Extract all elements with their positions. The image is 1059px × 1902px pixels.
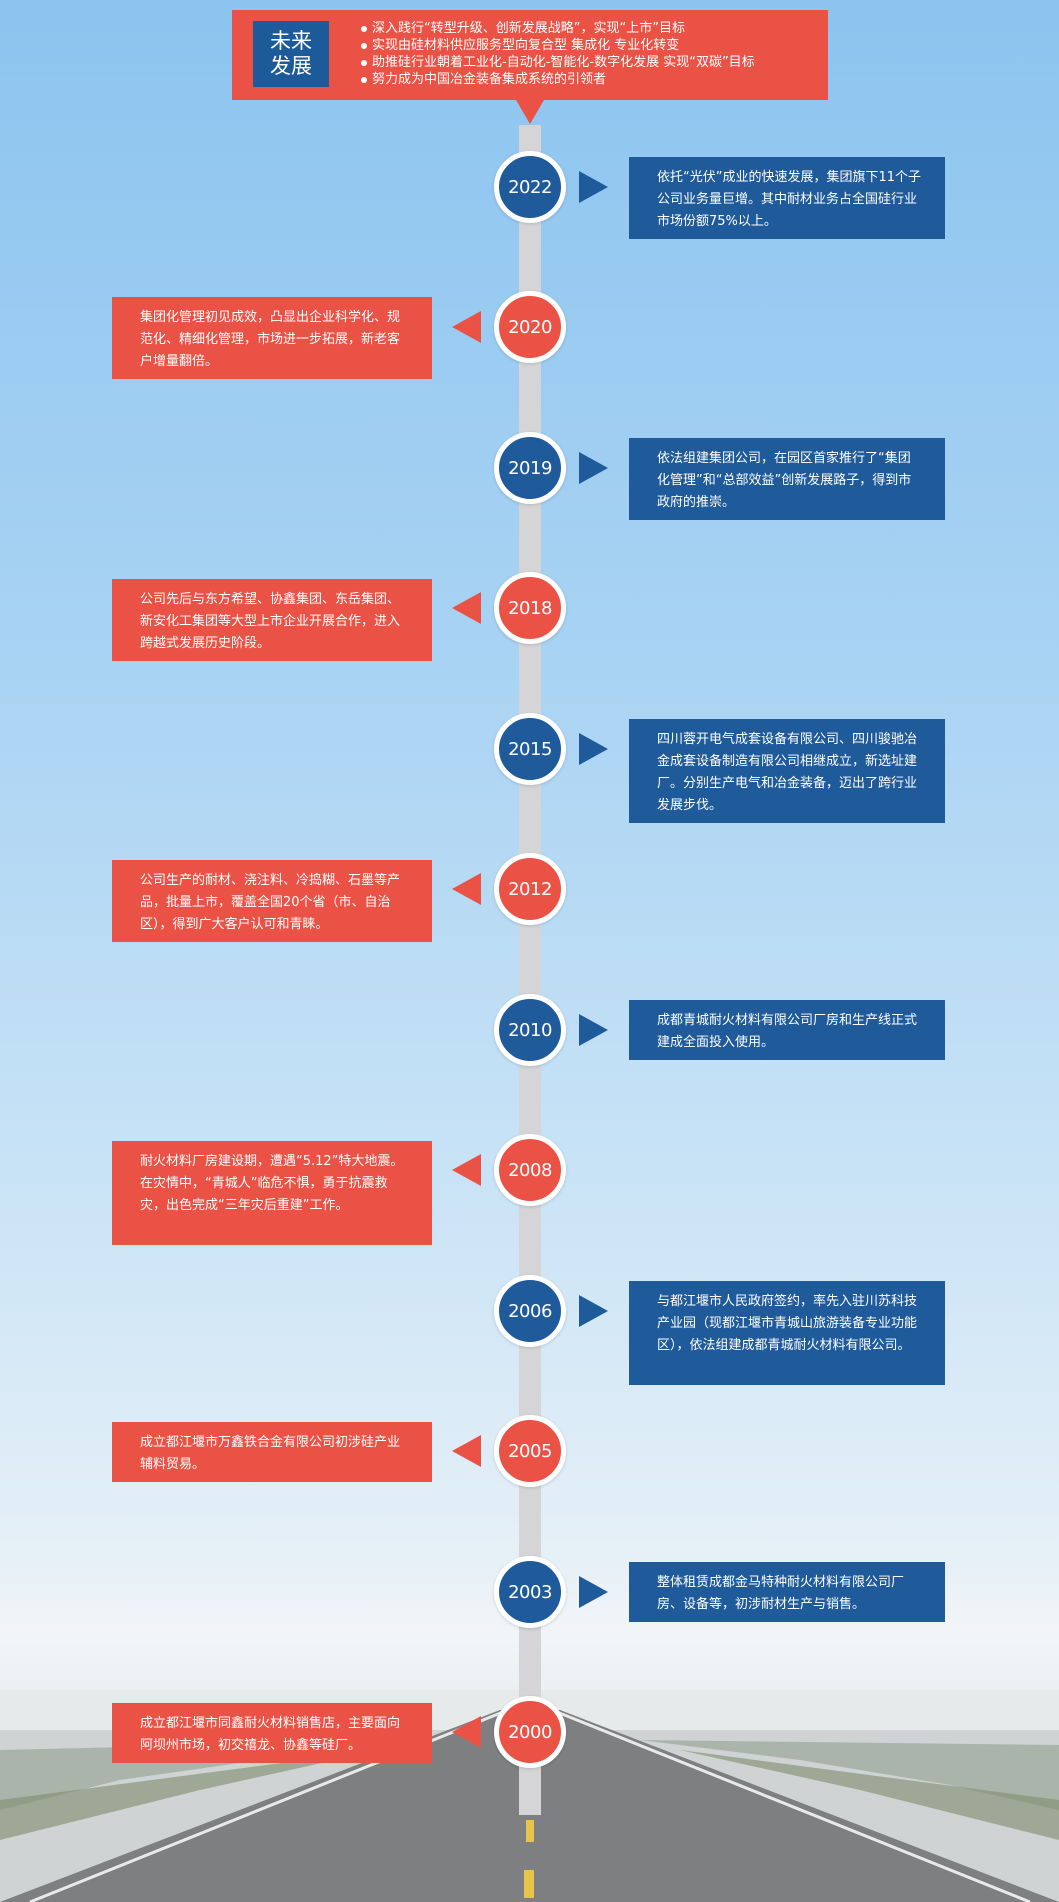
milestone-box: 四川蓉开电气成套设备有限公司、四川骏驰冶金成套设备制造有限公司相继成立，新选址建… (629, 719, 945, 823)
year-circle: 2018 (494, 572, 566, 644)
milestone-box: 公司生产的耐材、浇注料、冷捣糊、石墨等产品，批量上市，覆盖全国20个省（市、自治… (112, 860, 432, 942)
banner-title-line1: 未来 (270, 29, 312, 53)
banner-title-line2: 发展 (270, 54, 312, 78)
goal-list: 深入践行“转型升级、创新发展战略”，实现“上市”目标 实现由硅材料供应服务型向复… (360, 20, 755, 88)
milestone-box: 成立都江堰市万鑫铁合金有限公司初涉硅产业辅料贸易。 (112, 1422, 432, 1482)
goal-item: 深入践行“转型升级、创新发展战略”，实现“上市”目标 (360, 20, 755, 37)
pointer-left (452, 311, 481, 343)
pointer-left (452, 1435, 481, 1467)
pointer-right (579, 1014, 608, 1046)
goal-item: 努力成为中国冶金装备集成系统的引领者 (360, 71, 755, 88)
year-circle: 2006 (494, 1275, 566, 1347)
pointer-left (452, 1716, 481, 1748)
future-development-banner: 未来 发展 深入践行“转型升级、创新发展战略”，实现“上市”目标 实现由硅材料供… (232, 10, 828, 100)
milestone-box: 公司先后与东方希望、协鑫集团、东岳集团、新安化工集团等大型上市企业开展合作，进入… (112, 579, 432, 661)
goal-item: 实现由硅材料供应服务型向复合型 集成化 专业化转变 (360, 37, 755, 54)
year-circle: 2015 (494, 713, 566, 785)
milestone-box: 耐火材料厂房建设期，遭遇“5.12”特大地震。在灾情中，“青城人”临危不惧，勇于… (112, 1141, 432, 1245)
goal-item: 助推硅行业朝着工业化-自动化-智能化-数字化发展 实现“双碳”目标 (360, 54, 755, 71)
banner-pointer (516, 100, 544, 124)
milestone-box: 与都江堰市人民政府签约，率先入驻川苏科技产业园（现都江堰市青城山旅游装备专业功能… (629, 1281, 945, 1385)
year-circle: 2020 (494, 291, 566, 363)
pointer-left (452, 873, 481, 905)
year-circle: 2008 (494, 1134, 566, 1206)
pointer-right (579, 171, 608, 203)
milestone-box: 依法组建集团公司，在园区首家推行了“集团化管理”和“总部效益”创新发展路子，得到… (629, 438, 945, 520)
pointer-right (579, 1295, 608, 1327)
year-circle: 2005 (494, 1415, 566, 1487)
timeline-axis (519, 125, 541, 1815)
year-circle: 2019 (494, 432, 566, 504)
milestone-box: 成都青城耐火材料有限公司厂房和生产线正式建成全面投入使用。 (629, 1000, 945, 1060)
year-circle: 2003 (494, 1556, 566, 1628)
pointer-left (452, 592, 481, 624)
pointer-right (579, 1576, 608, 1608)
milestone-box: 依托“光伏”成业的快速发展，集团旗下11个子公司业务量巨增。其中耐材业务占全国硅… (629, 157, 945, 239)
milestone-box: 成立都江堰市同鑫耐火材料销售店，主要面向阿坝州市场，初交禧龙、协鑫等硅厂。 (112, 1703, 432, 1763)
banner-title: 未来 发展 (253, 21, 329, 87)
pointer-right (579, 733, 608, 765)
year-circle: 2012 (494, 853, 566, 925)
pointer-left (452, 1154, 481, 1186)
year-circle: 2010 (494, 994, 566, 1066)
year-circle: 2022 (494, 151, 566, 223)
year-circle: 2000 (494, 1696, 566, 1768)
pointer-right (579, 452, 608, 484)
milestone-box: 集团化管理初见成效，凸显出企业科学化、规范化、精细化管理，市场进一步拓展，新老客… (112, 297, 432, 379)
milestone-box: 整体租赁成都金马特种耐火材料有限公司厂房、设备等，初涉耐材生产与销售。 (629, 1562, 945, 1622)
